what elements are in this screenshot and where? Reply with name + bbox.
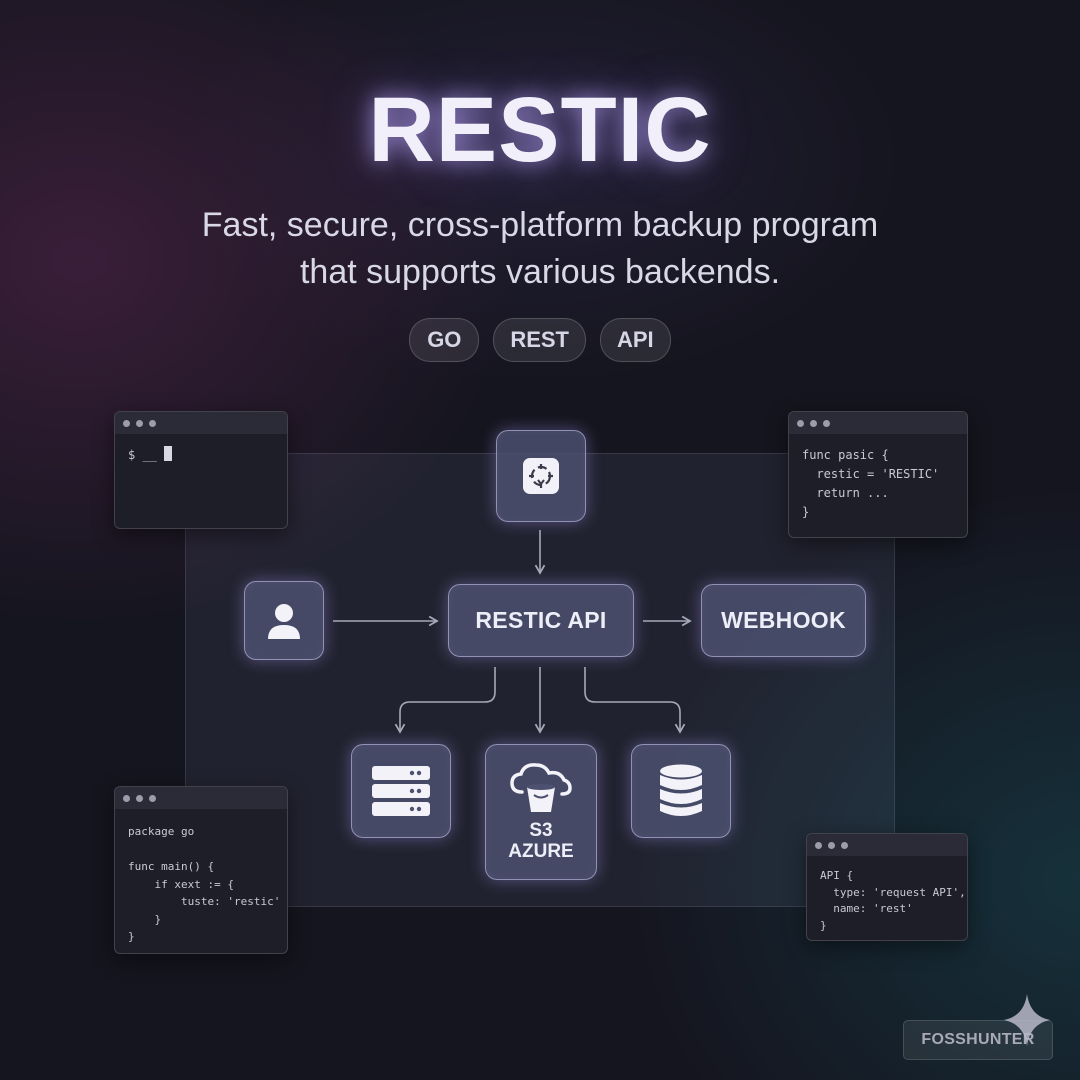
subtitle-line-1: Fast, secure, cross-platform backup prog…	[201, 206, 879, 244]
s3-label: S3	[529, 820, 553, 841]
terminal-window: $ __	[114, 411, 288, 529]
webhook-node: WEBHOOK	[701, 584, 866, 657]
code-window-top-right: func pasic { restic = 'RESTIC' return ..…	[788, 411, 968, 538]
window-titlebar	[807, 834, 967, 856]
cloud-bucket-icon	[510, 763, 572, 812]
restic-api-label: RESTIC API	[475, 607, 607, 633]
user-node	[244, 581, 324, 660]
cursor-block	[164, 446, 173, 461]
webhook-label: WEBHOOK	[721, 607, 846, 633]
restic-api-node: RESTIC API	[448, 584, 634, 657]
tag-rest: REST	[493, 318, 586, 362]
azure-label: AZURE	[508, 841, 574, 862]
database-icon	[660, 764, 702, 816]
tag-list: GO REST API	[0, 318, 1080, 362]
window-titlebar	[115, 787, 287, 809]
server-icon	[372, 766, 430, 816]
tag-go: GO	[409, 318, 480, 362]
page-title: RESTIC	[368, 79, 712, 181]
sparkle-icon	[1004, 994, 1050, 1046]
tag-api: API	[600, 318, 671, 362]
subtitle-line-2: that supports various backends.	[299, 253, 781, 291]
window-titlebar	[789, 412, 967, 434]
window-titlebar	[115, 412, 287, 434]
source-node	[496, 430, 586, 522]
code-snippet: func pasic { restic = 'RESTIC' return ..…	[802, 448, 940, 519]
page-subtitle: Fast, secure, cross-platform backup prog…	[0, 202, 1080, 296]
code-snippet: package go func main() { if xext := { tu…	[128, 825, 281, 943]
code-window-bottom-left: package go func main() { if xext := { tu…	[114, 786, 288, 954]
code-snippet: API { type: 'request API', name: 'rest' …	[820, 869, 966, 932]
database-node	[631, 744, 731, 838]
restic-logo-icon	[523, 458, 559, 494]
user-icon	[268, 603, 300, 639]
terminal-prompt: $ __	[115, 434, 287, 477]
s3-azure-node: S3 AZURE	[485, 744, 597, 880]
code-window-bottom-right: API { type: 'request API', name: 'rest' …	[806, 833, 968, 941]
s3-azure-caption: S3 AZURE	[508, 820, 573, 862]
server-storage-node	[351, 744, 451, 838]
